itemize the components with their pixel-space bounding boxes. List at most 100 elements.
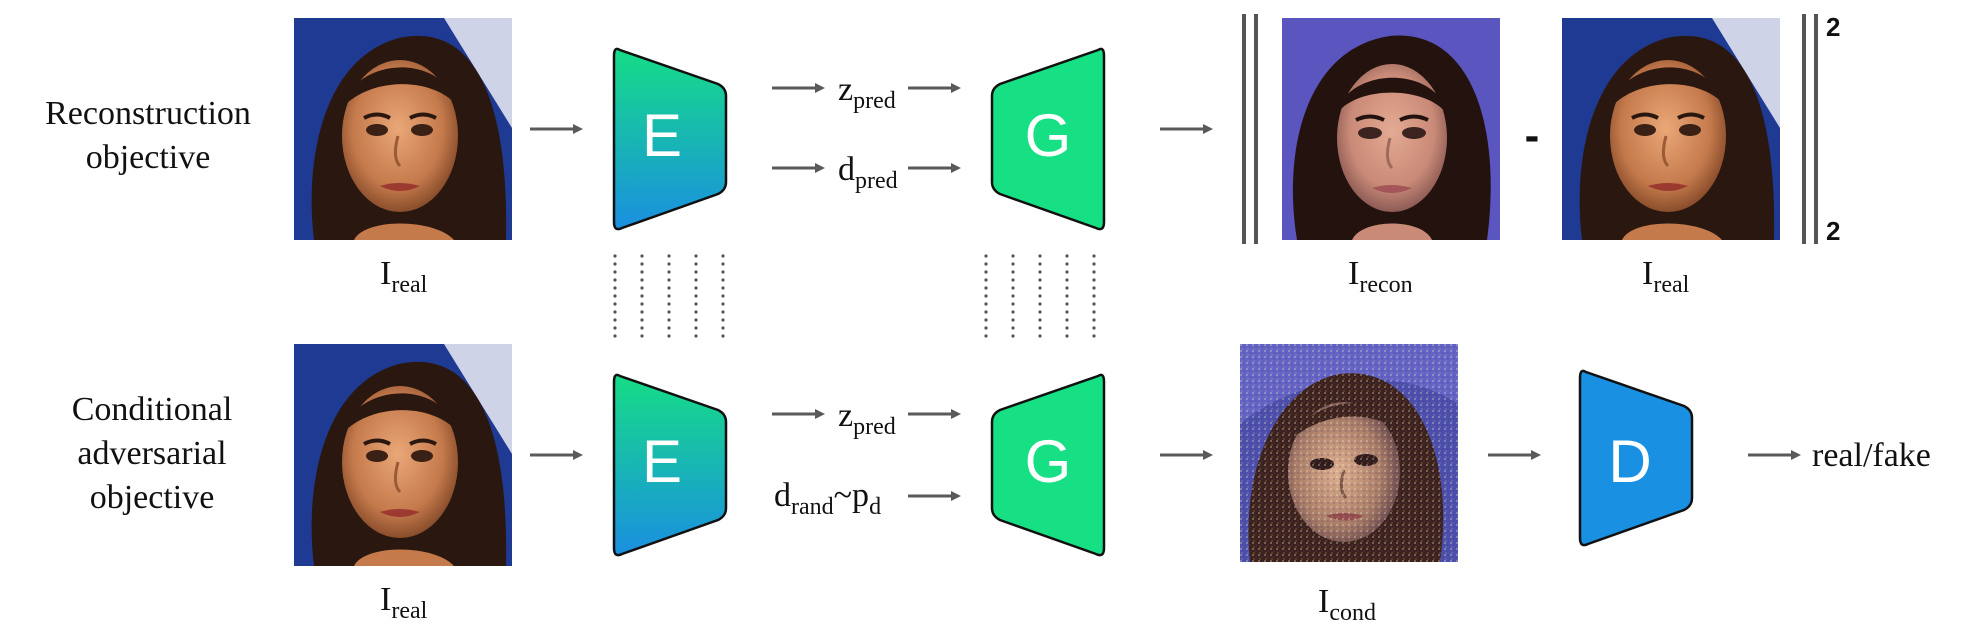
label-real-fake: real/fake [1812,437,1931,474]
shared-weights-dot [984,326,988,330]
shared-weights-dot [1065,302,1069,306]
shared-weights-dot [694,286,698,290]
shared-weights-dot [1092,262,1096,266]
shared-weights-dot [1065,270,1069,274]
shared-weights-dot [1038,254,1042,258]
norm-superscript: 2 [1826,12,1840,42]
shared-weights-dot [667,294,671,298]
face-cond-image [1240,344,1458,562]
face-real-image-bottom [292,342,514,568]
shared-weights-dot [1092,286,1096,290]
generator-letter-bottom: G [1025,428,1072,495]
shared-weights-dot [640,254,644,258]
label-i-real-target: Ireal [1642,255,1690,298]
row-label-adversarial: Conditional adversarial objective [72,391,233,516]
shared-weights-dot [1011,326,1015,330]
shared-weights-dot [613,262,617,266]
shared-weights-dot [721,270,725,274]
shared-weights-dot [694,278,698,282]
shared-weights-dot [640,286,644,290]
shared-weights-dot [613,286,617,290]
label-d-pred-top: dpred [838,151,898,194]
shared-weights-dot [640,262,644,266]
face-recon-image [1282,18,1500,240]
shared-weights-dot [1038,286,1042,290]
shared-weights-dot [1065,326,1069,330]
shared-weights-dot [613,310,617,314]
shared-weights-dot [1065,310,1069,314]
shared-weights-dot [1038,270,1042,274]
shared-weights-dot [721,278,725,282]
shared-weights-dot [667,286,671,290]
shared-weights-dot [640,326,644,330]
shared-weights-dot [613,334,617,338]
shared-weights-dot [613,326,617,330]
shared-weights-dot [694,310,698,314]
shared-weights-dot [667,262,671,266]
discriminator-letter: D [1608,428,1651,495]
discriminator-block: D [1578,369,1694,547]
generator-block-top: G [990,47,1106,231]
shared-weights-dot [1092,302,1096,306]
shared-weights-dot [1038,310,1042,314]
shared-weights-dot [984,270,988,274]
row-label-reconstruction: Reconstruction objective [45,95,251,176]
norm-bars-left [1242,14,1258,244]
shared-weights-dot [1065,262,1069,266]
shared-weights-dots-generator [984,254,1096,338]
shared-weights-dot [667,302,671,306]
shared-weights-dot [694,334,698,338]
shared-weights-dot [1092,278,1096,282]
shared-weights-dot [613,318,617,322]
label-i-real-bottom: Ireal [380,581,428,624]
shared-weights-dot [984,286,988,290]
shared-weights-dot [984,318,988,322]
shared-weights-dot [667,334,671,338]
shared-weights-dot [1092,270,1096,274]
encoder-block-top: E [612,47,728,231]
shared-weights-dot [1092,294,1096,298]
shared-weights-dot [694,318,698,322]
shared-weights-dot [667,270,671,274]
shared-weights-dot [640,278,644,282]
shared-weights-dot [667,318,671,322]
shared-weights-dot [694,270,698,274]
minus-sign: - [1525,111,1540,160]
shared-weights-dot [721,302,725,306]
shared-weights-dot [640,334,644,338]
shared-weights-dot [1011,310,1015,314]
label-z-pred-top: zpred [838,71,896,114]
face-real-image-target [1560,16,1782,242]
shared-weights-dot [721,334,725,338]
shared-weights-dot [1065,286,1069,290]
shared-weights-dot [613,278,617,282]
shared-weights-dot [694,326,698,330]
shared-weights-dot [1038,334,1042,338]
label-i-cond: Icond [1318,583,1376,626]
encoder-letter-top: E [642,102,682,169]
row-label-adversarial-line3: objective [90,479,215,516]
shared-weights-dot [613,294,617,298]
shared-weights-dot [1065,334,1069,338]
shared-weights-dot [1011,270,1015,274]
shared-weights-dot [721,254,725,258]
shared-weights-dot [694,302,698,306]
generator-block-bottom: G [990,373,1106,557]
label-i-recon: Irecon [1348,255,1413,298]
shared-weights-dot [984,262,988,266]
shared-weights-dot [1092,326,1096,330]
shared-weights-dot [667,254,671,258]
shared-weights-dot [1038,302,1042,306]
shared-weights-dot [1092,334,1096,338]
generator-letter-top: G [1025,102,1072,169]
shared-weights-dot [984,254,988,258]
shared-weights-dot [1011,278,1015,282]
shared-weights-dot [640,318,644,322]
shared-weights-dot [694,262,698,266]
shared-weights-dot [1038,262,1042,266]
shared-weights-dot [1092,318,1096,322]
shared-weights-dots-encoder [613,254,725,338]
shared-weights-dot [613,270,617,274]
shared-weights-dot [1011,334,1015,338]
